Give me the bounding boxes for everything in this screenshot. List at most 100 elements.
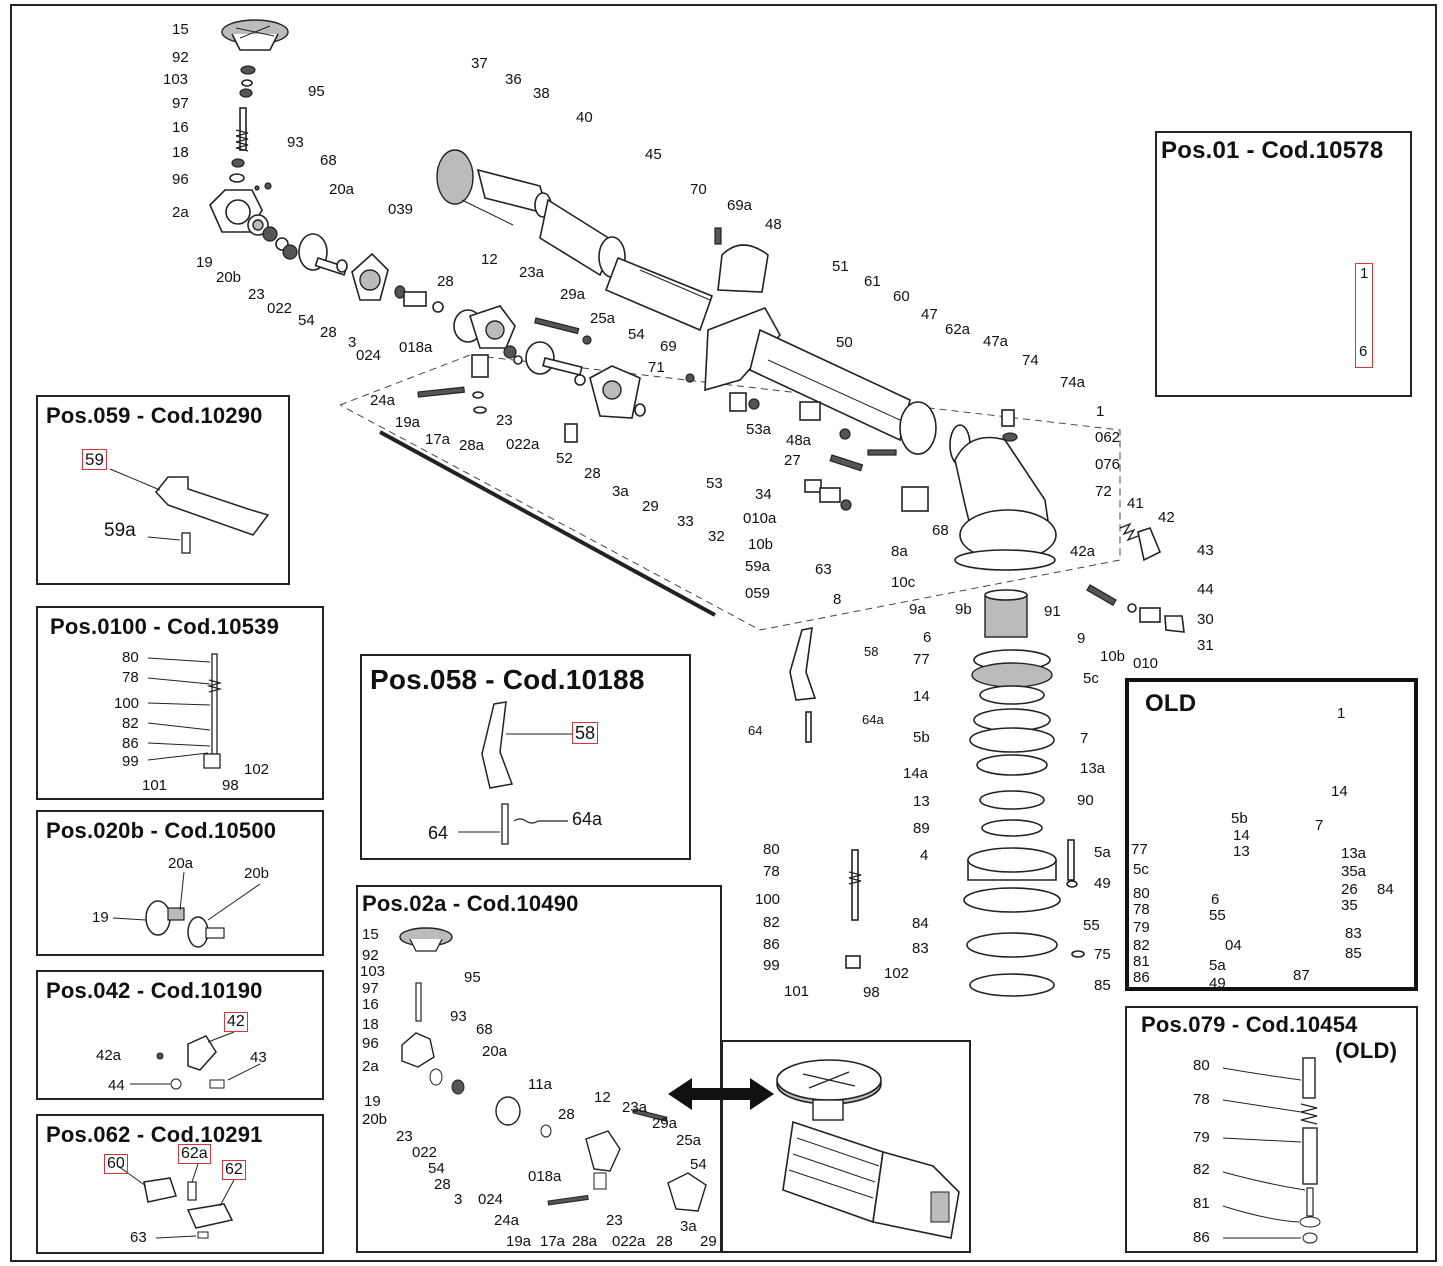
drawing-frame [10,4,1437,1262]
label-19a: 19a [395,414,421,431]
pos0100-label-101: 101 [142,777,168,794]
pos020b-gear-art [112,871,261,948]
pos0100-label-98: 98 [222,777,239,794]
label-42: 42 [1158,509,1175,526]
label-018a: 018a [399,339,433,356]
old-label-13: 13 [1233,843,1250,860]
label-40: 40 [576,109,593,126]
label-82: 82 [763,914,780,931]
pos02a-label-024: 024 [478,1191,504,1208]
label-69: 69 [660,338,677,355]
old-label-83: 83 [1345,925,1362,942]
pos0100-label-78: 78 [122,669,139,686]
pos02a-label-19a: 19a [506,1233,532,1250]
label-28: 28 [320,324,337,341]
label-022a: 022a [506,436,540,453]
label-9b: 9b [955,601,972,618]
pos02a-label-29a: 29a [652,1115,678,1132]
label-5c: 5c [1083,670,1099,687]
label-41: 41 [1127,495,1144,512]
pos01-box: Pos.01 - Cod.10578 1 6 [1155,131,1412,397]
pos02a-label-16: 16 [362,996,379,1013]
label-84: 84 [912,915,929,932]
label-1: 1 [1096,403,1105,420]
label-8a: 8a [891,543,908,560]
label-010a: 010a [743,510,777,527]
label-28c: 28 [584,465,601,482]
label-31: 31 [1197,637,1214,654]
label-60: 60 [893,288,910,305]
pos02a-title: Pos.02a - Cod.10490 [362,891,579,916]
pos058-pin-art [458,701,572,845]
label-98: 98 [863,984,880,1001]
label-23: 23 [248,286,265,303]
label-076: 076 [1095,456,1121,473]
pos079-label-86: 86 [1193,1229,1210,1246]
old-label-55: 55 [1209,907,1226,924]
old-label-77: 77 [1131,841,1148,858]
label-33: 33 [677,513,694,530]
label-55: 55 [1083,917,1100,934]
pos02a-label-24a: 24a [494,1212,520,1229]
label-2a: 2a [172,204,189,221]
label-38: 38 [533,85,550,102]
pos059-title: Pos.059 - Cod.10290 [46,403,263,428]
label-10c: 10c [891,574,916,591]
label-64: 64 [748,723,763,738]
label-52: 52 [556,450,573,467]
pos058-title: Pos.058 - Cod.10188 [370,664,645,695]
label-61: 61 [864,273,881,290]
pos0100-label-99: 99 [122,753,139,770]
pos02a-label-23: 23 [396,1128,413,1145]
label-15: 15 [172,21,189,38]
pos02a-label-2a: 2a [362,1058,379,1075]
pos062-box: Pos.062 - Cod.10291 60 62a 62 63 [36,1114,324,1254]
pos02a-label-28b: 28 [558,1106,575,1123]
label-74: 74 [1022,352,1039,369]
label-58: 58 [864,644,879,659]
pos079-label-82: 82 [1193,1161,1210,1178]
old-label-5a: 5a [1209,957,1226,974]
old-label-35a: 35a [1341,863,1367,880]
label-71: 71 [648,359,665,376]
pos059-bracket-art [109,468,270,554]
pos059-label-59a: 59a [104,520,136,541]
pos02a-label-022a: 022a [612,1233,646,1250]
pos01-label-1: 1 [1355,263,1374,368]
pos0100-label-100: 100 [114,695,140,712]
pos02a-label-28c: 28 [656,1233,673,1250]
pos02a-label-54: 54 [428,1160,445,1177]
label-32: 32 [708,528,725,545]
dashed-mounting-plane [339,354,1121,631]
label-95: 95 [308,83,325,100]
pos02a-label-29: 29 [700,1233,717,1250]
label-62a: 62a [945,321,971,338]
pos020b-label-19: 19 [92,909,109,926]
old-label-78: 78 [1133,901,1150,918]
label-51: 51 [832,258,849,275]
pos0100-label-102: 102 [244,761,270,778]
old-label-35: 35 [1341,897,1358,914]
pos02a-label-018a: 018a [528,1168,562,1185]
label-53a: 53a [746,421,772,438]
pos02a-label-3: 3 [454,1191,463,1208]
old-box: OLD 1 14 5b 7 14 13 13a 35a 77 5c 26 35 … [1125,678,1418,991]
pos042-box: Pos.042 - Cod.10190 42 42a 43 44 [36,970,324,1100]
pos020b-title: Pos.020b - Cod.10500 [46,818,277,843]
label-45: 45 [645,146,662,163]
pos02a-label-15: 15 [362,926,379,943]
pos02a-label-11a: 11a [528,1076,552,1093]
label-37: 37 [471,55,488,72]
pos02a-label-25a: 25a [676,1132,702,1149]
label-29a: 29a [560,286,586,303]
label-23b: 23 [496,412,513,429]
label-6: 6 [923,629,932,646]
pos079-label-79: 79 [1193,1129,1210,1146]
label-27: 27 [784,452,801,469]
label-20a: 20a [329,181,355,198]
label-024: 024 [356,347,382,364]
pos079-subtitle: (OLD) [1335,1038,1398,1063]
pos079-label-80: 80 [1193,1057,1210,1074]
label-74a: 74a [1060,374,1086,391]
label-63: 63 [815,561,832,578]
